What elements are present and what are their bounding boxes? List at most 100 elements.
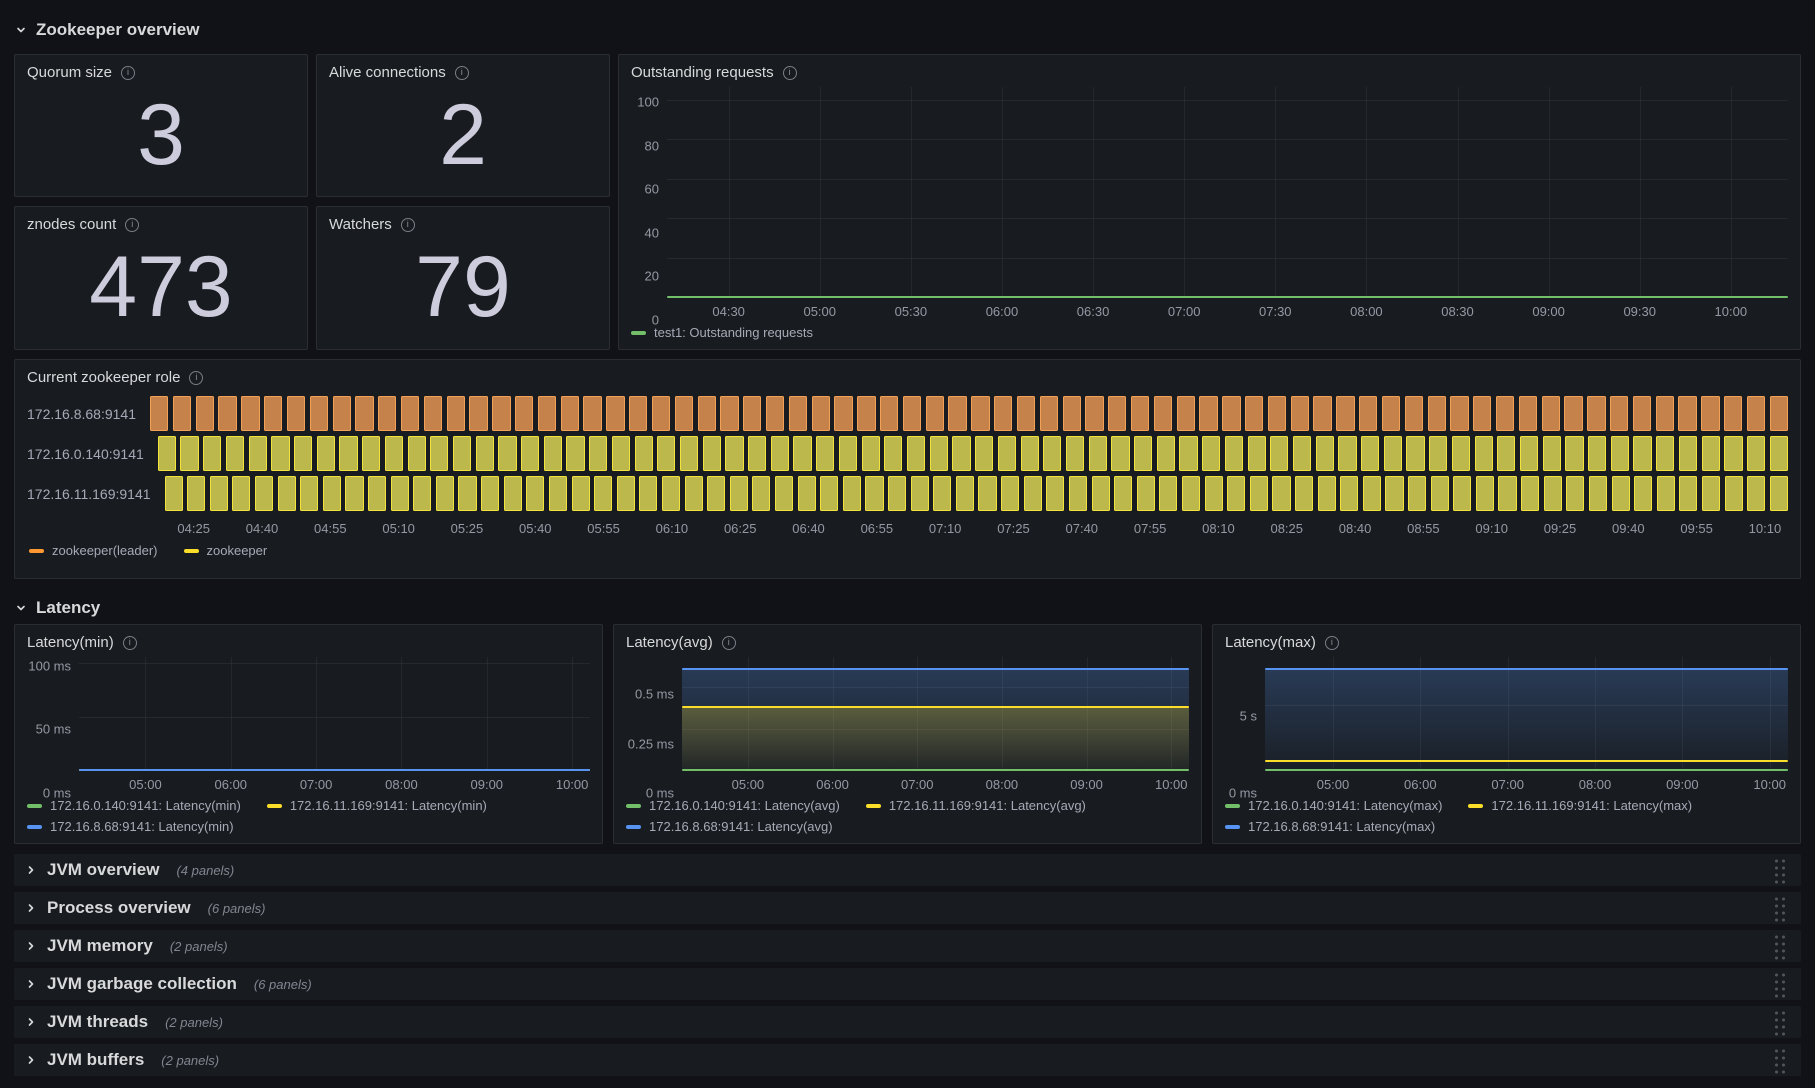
legend-item[interactable]: 172.16.8.68:9141: Latency(min)	[27, 819, 234, 834]
timeline-bar	[606, 396, 625, 431]
timeline-bar	[1724, 436, 1743, 471]
panel-title[interactable]: Latency(max)	[1225, 634, 1316, 651]
timeline-bar	[906, 436, 926, 471]
gridline	[1507, 657, 1509, 771]
timeline-bar	[1130, 396, 1150, 431]
timeline-bar	[910, 476, 929, 511]
panel-title[interactable]: Current zookeeper role	[27, 369, 181, 386]
timeline-bar	[1427, 396, 1446, 431]
info-icon[interactable]	[721, 635, 736, 650]
plot-area	[1265, 657, 1788, 771]
timeline-bar	[925, 396, 944, 431]
drag-handle[interactable]	[1772, 856, 1785, 884]
x-tick-label: 09:00	[1070, 777, 1103, 792]
panel-title[interactable]: Outstanding requests	[631, 64, 774, 81]
legend-item[interactable]: 172.16.8.68:9141: Latency(max)	[1225, 819, 1435, 834]
timeline-bar	[1313, 396, 1332, 431]
timeline-bar	[634, 436, 653, 471]
timeline-bar	[997, 436, 1016, 471]
legend-item[interactable]: 172.16.0.140:9141: Latency(avg)	[626, 798, 840, 813]
dashboard-row-jvm-garbage-collection[interactable]: JVM garbage collection (6 panels)	[14, 968, 1801, 1000]
drag-handle[interactable]	[1772, 1008, 1785, 1036]
x-tick-label: 05:00	[803, 304, 837, 319]
legend-item[interactable]: 172.16.0.140:9141: Latency(max)	[1225, 798, 1442, 813]
dashboard-row-process-overview[interactable]: Process overview (6 panels)	[14, 892, 1801, 924]
info-icon[interactable]	[400, 217, 415, 232]
info-icon[interactable]	[121, 65, 136, 80]
timeline-bar	[498, 436, 517, 471]
panel-title[interactable]: Watchers	[329, 216, 392, 233]
timeline-bar	[1404, 396, 1423, 431]
section-header-zookeeper-overview[interactable]: Zookeeper overview	[14, 14, 1801, 46]
info-icon[interactable]	[189, 370, 204, 385]
gridline	[1093, 87, 1095, 298]
timeline-bar	[952, 436, 971, 471]
legend-marker	[27, 803, 42, 808]
legend-item[interactable]: 172.16.11.169:9141: Latency(min)	[266, 798, 487, 813]
drag-handle[interactable]	[1772, 932, 1785, 960]
dashboard-row-jvm-overview[interactable]: JVM overview (4 panels)	[14, 854, 1801, 886]
legend-item[interactable]: zookeeper	[183, 543, 267, 558]
gridline	[1682, 657, 1684, 771]
panel-title[interactable]: Latency(avg)	[626, 634, 713, 651]
y-tick-label: 0	[651, 312, 659, 328]
timeline-bar	[725, 436, 744, 471]
x-tick-label: 09:00	[1532, 304, 1565, 319]
section-header-latency[interactable]: Latency	[14, 592, 1801, 624]
panel-title[interactable]: Alive connections	[329, 64, 446, 81]
chart-legend: 172.16.0.140:9141: Latency(max) 172.16.11…	[1225, 793, 1788, 837]
timeline-bar	[1336, 396, 1355, 431]
timeline-bar	[195, 396, 214, 431]
legend-item[interactable]: 172.16.11.169:9141: Latency(max)	[1468, 798, 1692, 813]
info-icon[interactable]	[1324, 635, 1339, 650]
panel-title[interactable]: Quorum size	[27, 64, 113, 81]
timeline-bar	[888, 476, 907, 511]
timeline-row: 172.16.11.169:9141	[27, 476, 1788, 511]
legend-item[interactable]: 172.16.8.68:9141: Latency(avg)	[626, 819, 833, 834]
timeline-bar	[435, 476, 454, 511]
timeline-bar	[1656, 436, 1675, 471]
series-line	[682, 668, 1189, 671]
dashboard-row-jvm-buffers[interactable]: JVM buffers (2 panels)	[14, 1044, 1801, 1076]
x-tick-label: 10:00	[555, 777, 589, 792]
legend-item[interactable]: zookeeper(leader)	[29, 543, 158, 558]
row-title: JVM threads	[47, 1012, 149, 1031]
timeline-bar	[1610, 436, 1629, 471]
dashboard-row-jvm-threads[interactable]: JVM threads (2 panels)	[14, 1006, 1801, 1038]
legend-item[interactable]: 172.16.11.169:9141: Latency(avg)	[865, 798, 1086, 813]
timeline-bar	[1473, 396, 1492, 431]
timeline-bar	[254, 476, 274, 511]
timeline-row-label: 172.16.0.140:9141	[27, 445, 144, 462]
timeline-bar	[865, 476, 884, 511]
row-panel-count: (6 panels)	[207, 900, 266, 916]
panel-title[interactable]: znodes count	[27, 216, 117, 233]
legend-label: 172.16.0.140:9141: Latency(min)	[50, 798, 241, 813]
gridline	[1420, 657, 1422, 771]
drag-handle[interactable]	[1772, 894, 1785, 922]
x-tick-label: 08:25	[1270, 521, 1304, 536]
drag-handle[interactable]	[1772, 1046, 1785, 1074]
timeline-bars	[164, 476, 1788, 511]
legend-item[interactable]: test1: Outstanding requests	[631, 325, 813, 340]
panel-title[interactable]: Latency(min)	[27, 634, 114, 651]
timeline-bar	[1408, 476, 1427, 511]
timeline-bar	[515, 396, 534, 431]
y-tick-label: 0 ms	[42, 785, 71, 801]
legend-item[interactable]: 172.16.0.140:9141: Latency(min)	[27, 798, 241, 813]
x-tick-label: 06:00	[816, 777, 849, 792]
info-icon[interactable]	[125, 217, 140, 232]
y-tick-label: 0.5 ms	[634, 686, 674, 702]
info-icon[interactable]	[454, 65, 469, 80]
info-icon[interactable]	[122, 635, 137, 650]
info-icon[interactable]	[782, 65, 797, 80]
series-line	[1265, 769, 1788, 771]
drag-handle[interactable]	[1772, 970, 1785, 998]
timeline-bar	[770, 436, 789, 471]
dashboard-row-jvm-memory[interactable]: JVM memory (2 panels)	[14, 930, 1801, 962]
timeline-bar	[566, 436, 585, 471]
timeline-bar	[521, 436, 540, 471]
